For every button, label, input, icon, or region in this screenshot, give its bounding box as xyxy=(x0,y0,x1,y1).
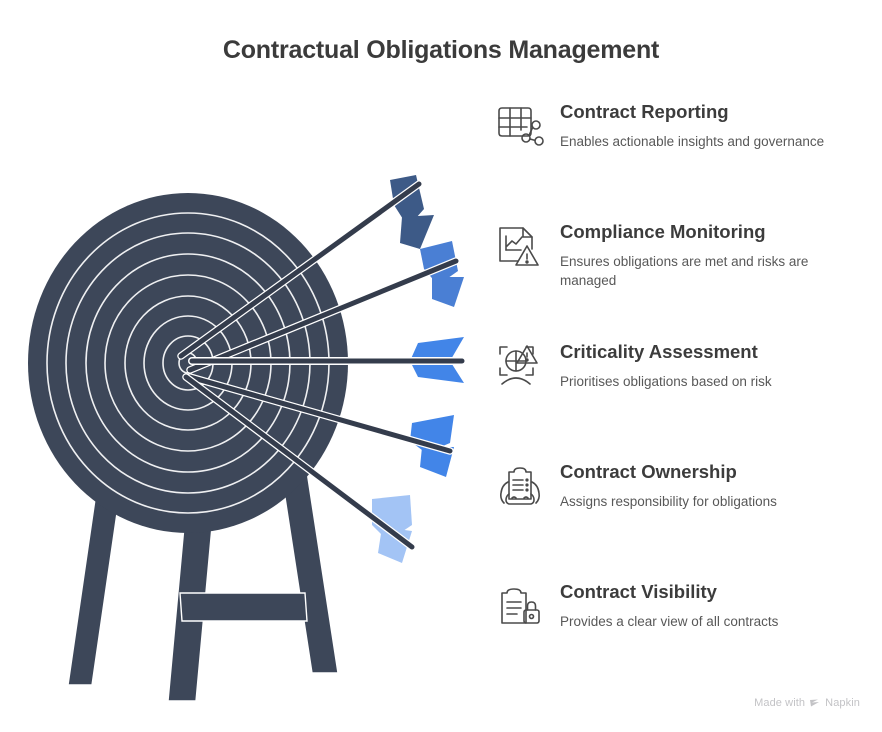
target-arrows xyxy=(177,175,466,563)
feature-heading: Compliance Monitoring xyxy=(560,221,766,242)
clipboard-lock-icon xyxy=(494,580,546,632)
feature-description: Enables actionable insights and governan… xyxy=(560,134,825,149)
archery-target-illustration xyxy=(20,165,490,705)
feature-text-block: Contract Ownership Assigns responsibilit… xyxy=(560,460,860,511)
hands-holding-document-icon xyxy=(494,460,546,512)
watermark-brand: Napkin xyxy=(825,697,860,709)
table-report-share-icon xyxy=(494,100,546,152)
napkin-logo-icon xyxy=(809,697,821,709)
arrow-2 xyxy=(186,241,464,374)
arrow-4 xyxy=(186,373,454,477)
document-chart-warning-icon xyxy=(494,220,546,272)
feature-heading: Criticality Assessment xyxy=(560,341,758,362)
feature-heading: Contract Reporting xyxy=(560,101,729,122)
arrow-5 xyxy=(182,373,416,563)
feature-text-block: Compliance Monitoring Ensures obligation… xyxy=(560,220,860,290)
feature-description: Prioritises obligations based on risk xyxy=(560,374,772,389)
feature-heading: Contract Visibility xyxy=(560,581,717,602)
feature-text-block: Contract Visibility Provides a clear vie… xyxy=(560,580,860,631)
feature-heading: Contract Ownership xyxy=(560,461,737,482)
feature-text-block: Contract Reporting Enables actionable in… xyxy=(560,100,860,151)
arrow-1 xyxy=(177,175,434,360)
crosshair-target-warning-icon xyxy=(494,340,546,392)
feature-description: Assigns responsibility for obligations xyxy=(560,494,777,509)
watermark-text: Made with xyxy=(754,697,806,709)
page-title: Contractual Obligations Management xyxy=(222,36,660,64)
feature-text-block: Criticality Assessment Prioritises oblig… xyxy=(560,340,860,391)
arrow-3 xyxy=(188,337,466,383)
napkin-watermark: Made with Napkin xyxy=(754,697,860,709)
feature-description: Ensures obligations are met and risks ar… xyxy=(560,254,809,288)
feature-description: Provides a clear view of all contracts xyxy=(560,614,779,629)
